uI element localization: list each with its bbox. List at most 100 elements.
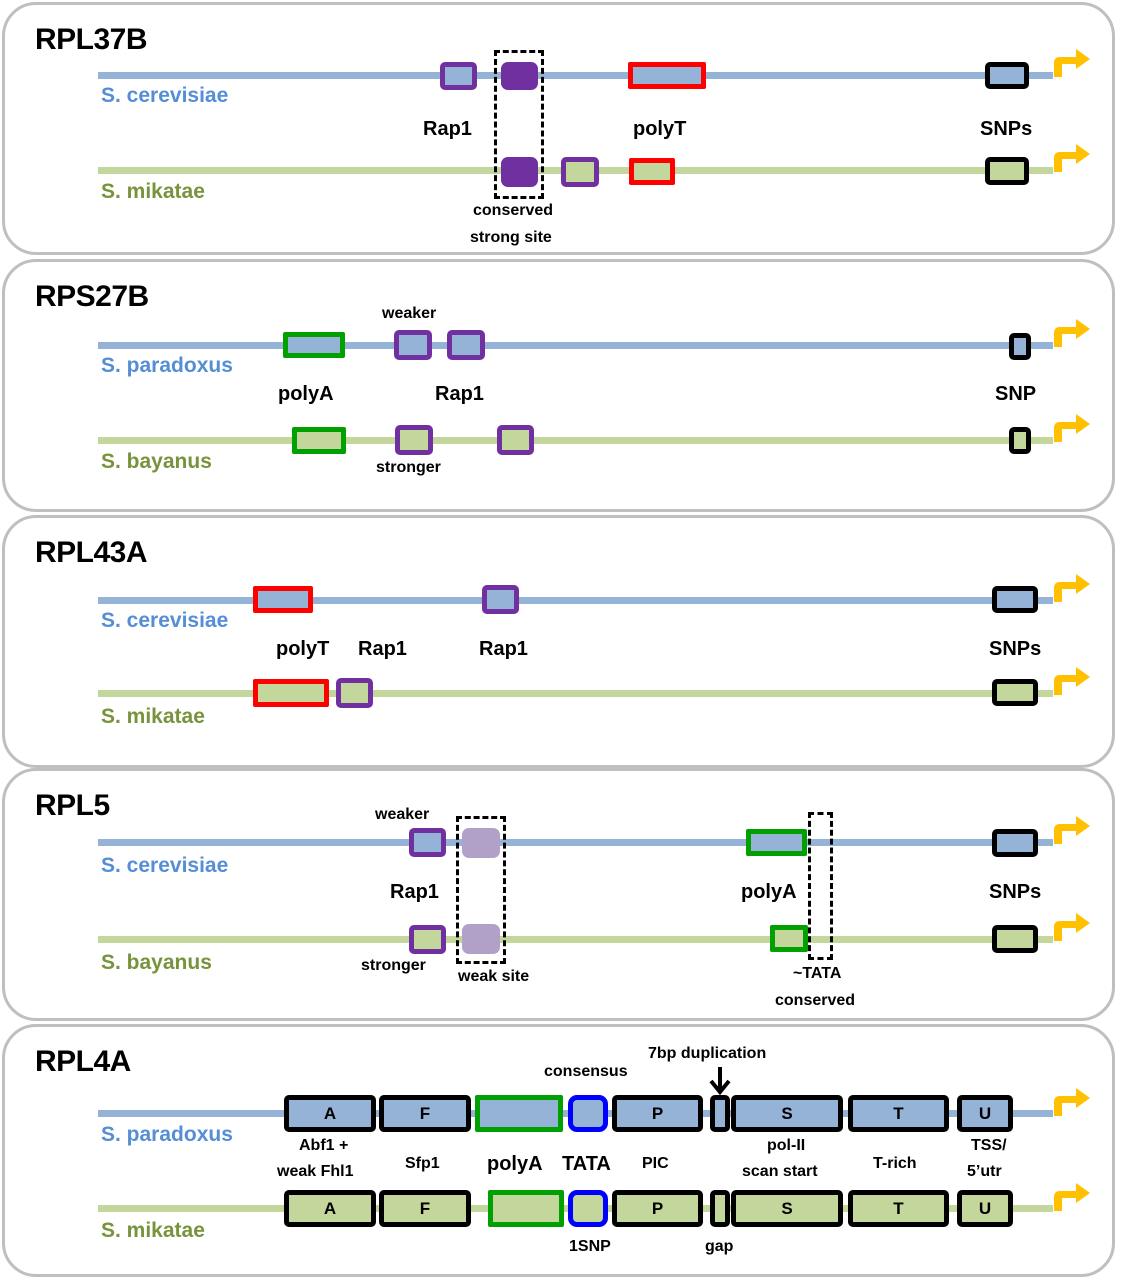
sequence-line-b (98, 437, 1053, 444)
snp-site-b (985, 157, 1029, 185)
block-p-species-b: P (612, 1190, 703, 1227)
snp-site-b (992, 679, 1038, 706)
conserved-label: conserved (775, 992, 856, 1009)
rap1-site-a (447, 330, 485, 360)
tata-site-b (568, 1190, 608, 1227)
snps-label: SNPs (989, 638, 1042, 660)
duplication-label: 7bp duplication (648, 1045, 767, 1062)
rap1-site-b (497, 425, 534, 455)
polyT-site-b (629, 158, 675, 185)
polyA-site-b (770, 925, 808, 952)
weak-site-label: weak site (458, 968, 530, 985)
panel-rpl5: RPL5 S. cerevisiae S. bayanus weaker Rap… (2, 768, 1115, 1021)
sfp1-label: Sfp1 (405, 1155, 440, 1172)
tss-arrow-icon (1054, 319, 1090, 347)
polyA-site-b (488, 1190, 564, 1227)
species-b-label: S. bayanus (101, 951, 212, 974)
species-b-label: S. mikatae (101, 1219, 205, 1242)
snp-site-b (992, 925, 1038, 953)
abf1-label: Abf1 + (299, 1137, 349, 1154)
block-s-species-b: S (731, 1190, 843, 1227)
rap1-label: Rap1 (479, 638, 528, 660)
gene-title: RPL5 (35, 789, 110, 822)
polyT-site-a (628, 62, 706, 89)
panel-rpl43a: RPL43A S. cerevisiae S. mikatae polyT Ra… (2, 515, 1115, 768)
gene-title: RPS27B (35, 280, 149, 313)
panel-rpl4a: RPL4A S. paradoxus S. mikatae A F P S T … (2, 1024, 1115, 1277)
tss-arrow-icon (1054, 49, 1090, 77)
weaker-label: weaker (375, 806, 430, 823)
strong-site-label: strong site (470, 229, 552, 246)
rap1-strong-site-a (501, 62, 538, 90)
species-a-label: S. cerevisiae (101, 609, 229, 632)
tss-label: TSS/ (971, 1137, 1007, 1154)
block-s-species-a: S (731, 1095, 843, 1132)
1snp-label: 1SNP (569, 1238, 611, 1255)
rap1-stronger-site-b (409, 925, 446, 954)
block-a-species-b: A (284, 1190, 376, 1227)
pic-label: PIC (642, 1155, 669, 1172)
down-arrow-icon (709, 1067, 731, 1095)
rap1-site-b (561, 157, 599, 187)
rap1-weaker-site-a (394, 330, 432, 360)
polyT-site-b (253, 679, 329, 707)
polyT-site-a (253, 586, 313, 613)
species-a-label: S. cerevisiae (101, 854, 229, 877)
block-u-species-a: U (957, 1095, 1013, 1132)
polyA-label: polyA (741, 881, 797, 903)
gene-title: RPL37B (35, 23, 148, 56)
tata-label: TATA (562, 1153, 611, 1175)
utr-label: 5’utr (967, 1163, 1002, 1180)
species-a-label: S. paradoxus (101, 1123, 233, 1146)
tss-arrow-icon (1054, 574, 1090, 602)
rap1-strong-site-b (501, 157, 538, 187)
snp-site-a (1009, 333, 1031, 360)
species-b-label: S. mikatae (101, 180, 205, 203)
rap1-label: Rap1 (358, 638, 407, 660)
polyA-site-a (746, 829, 807, 856)
gap-label: gap (705, 1238, 734, 1255)
snp-site-b (1009, 427, 1031, 454)
gap-site-b (710, 1190, 730, 1227)
panel-rpl37b: RPL37B S. cerevisiae S. mikatae Rap1 pol… (2, 2, 1115, 255)
tss-arrow-icon (1054, 913, 1090, 941)
weak-site-box (456, 816, 506, 964)
fhl1-label: weak Fhl1 (277, 1163, 354, 1180)
conserved-site-box (494, 50, 544, 199)
stronger-label: stronger (361, 957, 426, 974)
block-u-species-b: U (957, 1190, 1013, 1227)
polyA-label: polyA (487, 1153, 543, 1175)
polyT-label: polyT (276, 638, 330, 660)
rap1-weak-site-a (462, 828, 500, 858)
rap1-stronger-site-b (395, 425, 433, 455)
conserved-label: conserved (473, 202, 554, 219)
tata-site-a (568, 1095, 608, 1132)
species-a-label: S. cerevisiae (101, 84, 229, 107)
panel-rps27b: RPS27B S. paradoxus S. bayanus weaker po… (2, 259, 1115, 512)
rap1-label: Rap1 (423, 118, 472, 140)
tss-arrow-icon (1054, 1088, 1090, 1116)
tss-arrow-icon (1054, 667, 1090, 695)
block-t-species-a: T (848, 1095, 949, 1132)
block-f-species-b: F (379, 1190, 471, 1227)
snp-label: SNP (995, 383, 1037, 405)
tss-arrow-icon (1054, 414, 1090, 442)
tata-conserved-box (808, 812, 833, 960)
tss-arrow-icon (1054, 1183, 1090, 1211)
species-b-label: S. bayanus (101, 450, 212, 473)
scan-start-label: scan start (742, 1163, 818, 1180)
sequence-line-a (98, 597, 1053, 604)
block-f-species-a: F (379, 1095, 471, 1132)
block-p-species-a: P (612, 1095, 703, 1132)
sequence-line-a (98, 342, 1053, 349)
rap1-site-b (336, 678, 373, 708)
polyA-label: polyA (278, 383, 334, 405)
polyA-site-a (283, 332, 345, 358)
polyA-site-a (475, 1095, 563, 1132)
block-t-species-b: T (848, 1190, 949, 1227)
block-a-species-a: A (284, 1095, 376, 1132)
duplication-site-a (710, 1095, 730, 1132)
snps-label: SNPs (980, 118, 1033, 140)
rap1-label: Rap1 (390, 881, 439, 903)
rap1-site-a (482, 585, 519, 614)
